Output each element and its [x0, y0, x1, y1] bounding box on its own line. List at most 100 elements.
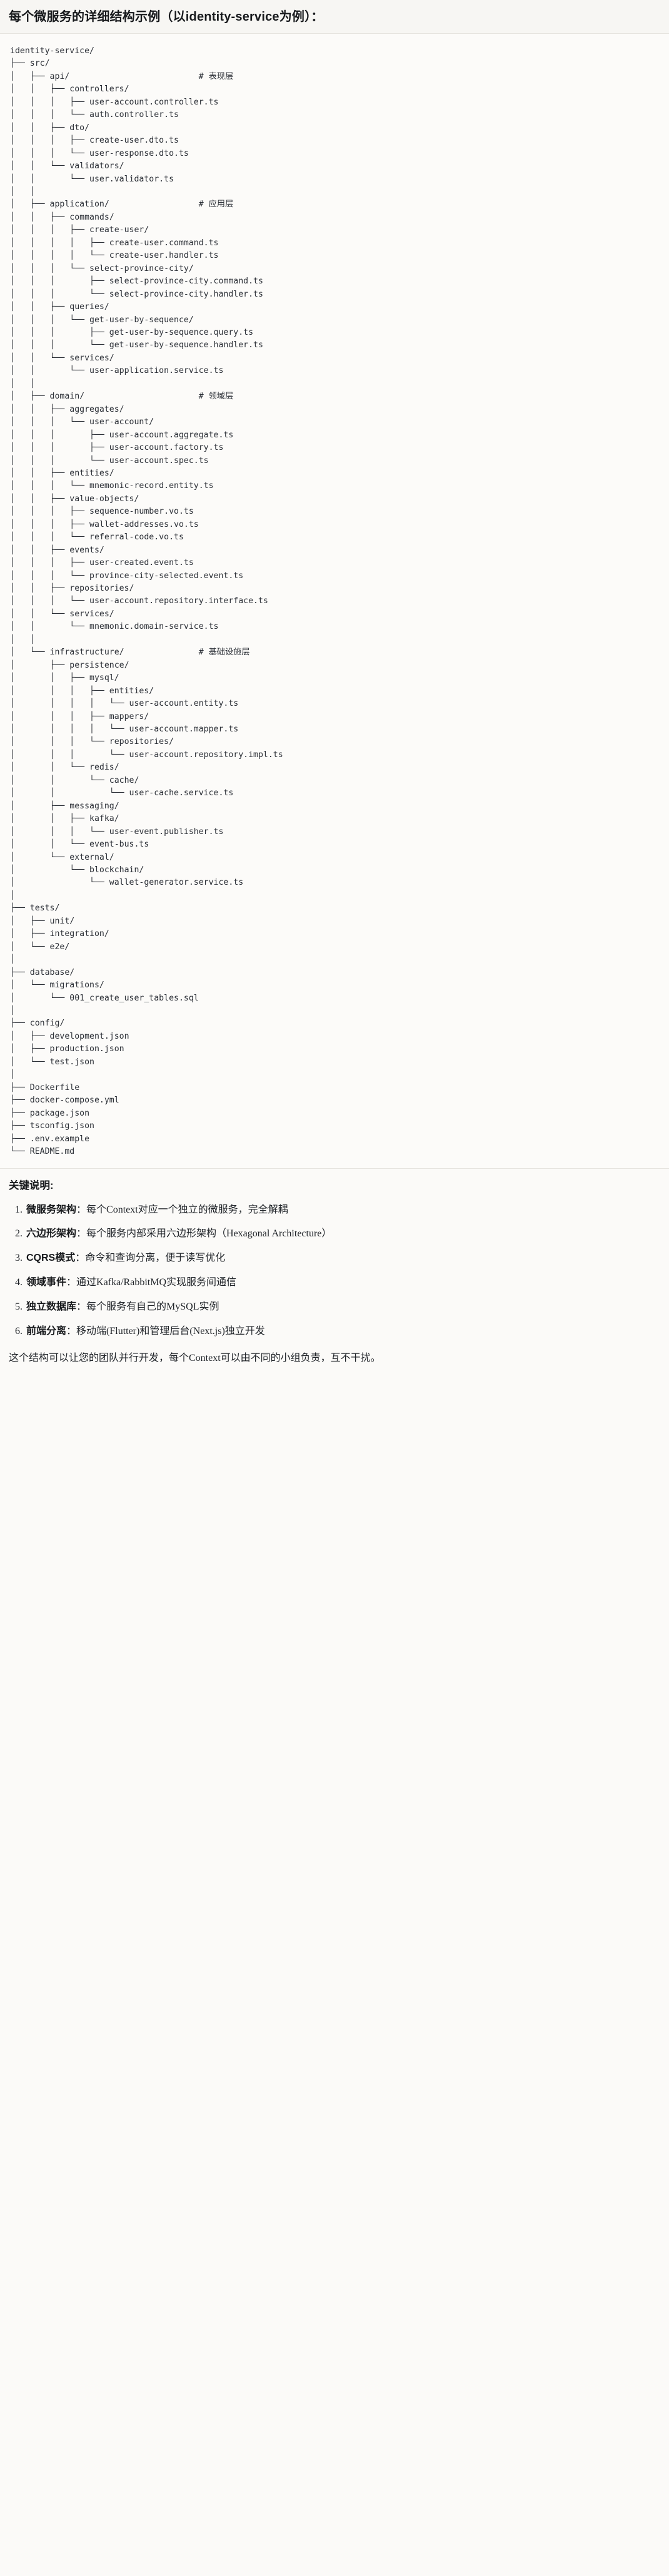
key-note-term: 微服务架构	[26, 1204, 77, 1215]
page-title: 每个微服务的详细结构示例（以identity-service为例）：	[9, 10, 324, 24]
key-note-body: ：每个服务有自己的MySQL实例	[76, 1301, 219, 1312]
key-note-item: 六边形架构：每个服务内部采用六边形架构（Hexagonal Architectu…	[25, 1226, 660, 1242]
tree-line: │ ├── production.json	[10, 1044, 124, 1054]
key-note-body: ：命令和查询分离，便于读写优化	[75, 1253, 226, 1264]
tree-line: │ ├── messaging/	[10, 801, 119, 811]
key-notes-block: 关键说明: 微服务架构：每个Context对应一个独立的微服务，完全解耦六边形架…	[0, 1169, 669, 1375]
tree-line: │ │	[10, 634, 35, 644]
tree-line: │ └── infrastructure/ # 基础设施层	[10, 648, 250, 658]
tree-line: └── README.md	[10, 1146, 75, 1156]
tree-line: │ │ │ │ └── create-user.handler.ts	[10, 251, 219, 261]
tree-line: │ │ │ ├── user-account.factory.ts	[10, 443, 224, 453]
tree-line: │ │ │ └── mnemonic-record.entity.ts	[10, 481, 214, 491]
tree-line: │ │ └── event-bus.ts	[10, 840, 149, 850]
tree-line: │ │ │ └── get-user-by-sequence.handler.t…	[10, 340, 263, 350]
tree-line: ├── .env.example	[10, 1134, 90, 1144]
tree-line: │ │ │ ├── user-created.event.ts	[10, 558, 194, 568]
tree-line: │ │ └── user-application.service.ts	[10, 366, 224, 376]
tree-line: │ │ ├── dto/	[10, 123, 90, 133]
key-note-item: 前端分离：移动端(Flutter)和管理后台(Next.js)独立开发	[25, 1324, 660, 1340]
tree-line-comment: # 基础设施层	[198, 648, 250, 658]
tree-line-comment: # 领域层	[198, 392, 234, 402]
tree-line: │ │ │ └── province-city-selected.event.t…	[10, 571, 244, 581]
tree-line: ├── Dockerfile	[10, 1082, 80, 1092]
closing-paragraph: 这个结构可以让您的团队并行开发，每个Context可以由不同的小组负责，互不干扰…	[9, 1353, 381, 1364]
tree-line: │ │ │ └── select-province-city.handler.t…	[10, 289, 263, 299]
title-block: 每个微服务的详细结构示例（以identity-service为例）：	[0, 0, 669, 34]
tree-line: ├── docker-compose.yml	[10, 1096, 119, 1106]
tree-line: │ ├── development.json	[10, 1031, 129, 1041]
tree-line: │ │ ├── aggregates/	[10, 404, 124, 414]
key-note-term: 独立数据库	[26, 1301, 77, 1312]
tree-line: │ │ │ │ └── user-account.entity.ts	[10, 699, 239, 709]
tree-line: │ │ │ └── user-event.publisher.ts	[10, 827, 224, 837]
tree-line: │ └── blockchain/	[10, 865, 144, 875]
tree-line: │ │ └── mnemonic.domain-service.ts	[10, 622, 219, 632]
tree-line: │ │ └── validators/	[10, 161, 124, 171]
tree-line: │ └── e2e/	[10, 942, 70, 952]
key-note-body: ：每个Context对应一个独立的微服务，完全解耦	[76, 1204, 288, 1215]
tree-line: │ │ │ └── user-account.spec.ts	[10, 456, 209, 466]
tree-line: ├── config/	[10, 1019, 65, 1029]
tree-line: │ └── external/	[10, 852, 114, 862]
tree-line: │ │ │ ├── create-user.dto.ts	[10, 136, 179, 146]
key-note-item: 领域事件：通过Kafka/RabbitMQ实现服务间通信	[25, 1275, 660, 1291]
key-note-item: 微服务架构：每个Context对应一个独立的微服务，完全解耦	[25, 1203, 660, 1218]
key-note-body: ：每个服务内部采用六边形架构（Hexagonal Architecture）	[76, 1228, 332, 1240]
key-note-body: ：通过Kafka/RabbitMQ实现服务间通信	[66, 1276, 236, 1288]
tree-line: ├── tests/	[10, 904, 60, 914]
tree-line: │ │ ├── events/	[10, 545, 104, 555]
tree-line: │ │ └── services/	[10, 353, 114, 363]
tree-line: │ │ │ ├── get-user-by-sequence.query.ts	[10, 327, 254, 337]
tree-line: │ │ │ │ ├── create-user.command.ts	[10, 238, 219, 248]
tree-line: │ └── test.json	[10, 1057, 94, 1067]
tree-line: │ │ │ └── user-response.dto.ts	[10, 148, 189, 158]
document-page: 每个微服务的详细结构示例（以identity-service为例）： ident…	[0, 0, 669, 1375]
tree-line: │ ├── application/ # 应用层	[10, 200, 234, 210]
tree-line: │ │ ├── mysql/	[10, 673, 119, 683]
tree-line: │ │ │ └── get-user-by-sequence/	[10, 315, 194, 325]
tree-line: │	[10, 1070, 15, 1080]
tree-line: │ │ └── user.validator.ts	[10, 174, 174, 184]
tree-line: │ │ ├── kafka/	[10, 814, 119, 824]
tree-line: │ │ │ └── user-account.repository.impl.t…	[10, 750, 283, 760]
tree-line: │ │ │ └── select-province-city/	[10, 263, 194, 273]
tree-line: │ │ └── user-cache.service.ts	[10, 788, 234, 798]
tree-line: │ │ │ ├── user-account.aggregate.ts	[10, 430, 234, 440]
tree-line: │ └── migrations/	[10, 980, 104, 990]
tree-line: │	[10, 1005, 15, 1016]
key-note-term: 前端分离	[26, 1325, 67, 1336]
key-note-term: CQRS模式	[26, 1253, 76, 1264]
tree-line: │ │ ├── queries/	[10, 302, 109, 312]
tree-line: │ │ │ └── user-account.repository.interf…	[10, 596, 268, 606]
tree-line: │ │ ├── repositories/	[10, 584, 134, 594]
tree-line: │ ├── api/ # 表现层	[10, 71, 234, 81]
tree-line: │ ├── domain/ # 领域层	[10, 392, 234, 402]
tree-line: │ │ │ ├── user-account.controller.ts	[10, 97, 219, 107]
tree-line: │ │ │ │ └── user-account.mapper.ts	[10, 725, 239, 735]
tree-line: │ │	[10, 379, 35, 389]
tree-line: ├── tsconfig.json	[10, 1121, 94, 1131]
tree-line-comment: # 应用层	[198, 200, 234, 210]
tree-line: │ │	[10, 186, 35, 196]
key-note-item: CQRS模式：命令和查询分离，便于读写优化	[25, 1251, 660, 1266]
directory-tree: identity-service/ ├── src/ │ ├── api/ # …	[10, 45, 659, 1158]
key-note-term: 领域事件	[26, 1276, 67, 1288]
tree-line: │ │ │ ├── entities/	[10, 686, 154, 696]
tree-line: │ │ └── services/	[10, 609, 114, 619]
tree-line: │ └── wallet-generator.service.ts	[10, 878, 244, 888]
directory-tree-block: identity-service/ ├── src/ │ ├── api/ # …	[0, 34, 669, 1169]
tree-line: │ │ └── redis/	[10, 763, 119, 773]
tree-line: ├── src/	[10, 59, 50, 69]
tree-line: │ │ ├── value-objects/	[10, 494, 139, 504]
tree-line: │ │ └── cache/	[10, 775, 139, 785]
tree-line: │ │ │ └── repositories/	[10, 737, 174, 747]
tree-line: │ │ │ ├── create-user/	[10, 225, 149, 235]
tree-line: │ ├── integration/	[10, 929, 109, 939]
tree-line: ├── package.json	[10, 1108, 90, 1118]
key-notes-heading: 关键说明:	[9, 1180, 54, 1192]
tree-line: │ ├── unit/	[10, 916, 75, 926]
tree-line: │ │ │ ├── wallet-addresses.vo.ts	[10, 519, 199, 529]
tree-line: │ │ │ ├── mappers/	[10, 711, 149, 721]
tree-line: │ ├── persistence/	[10, 660, 129, 670]
